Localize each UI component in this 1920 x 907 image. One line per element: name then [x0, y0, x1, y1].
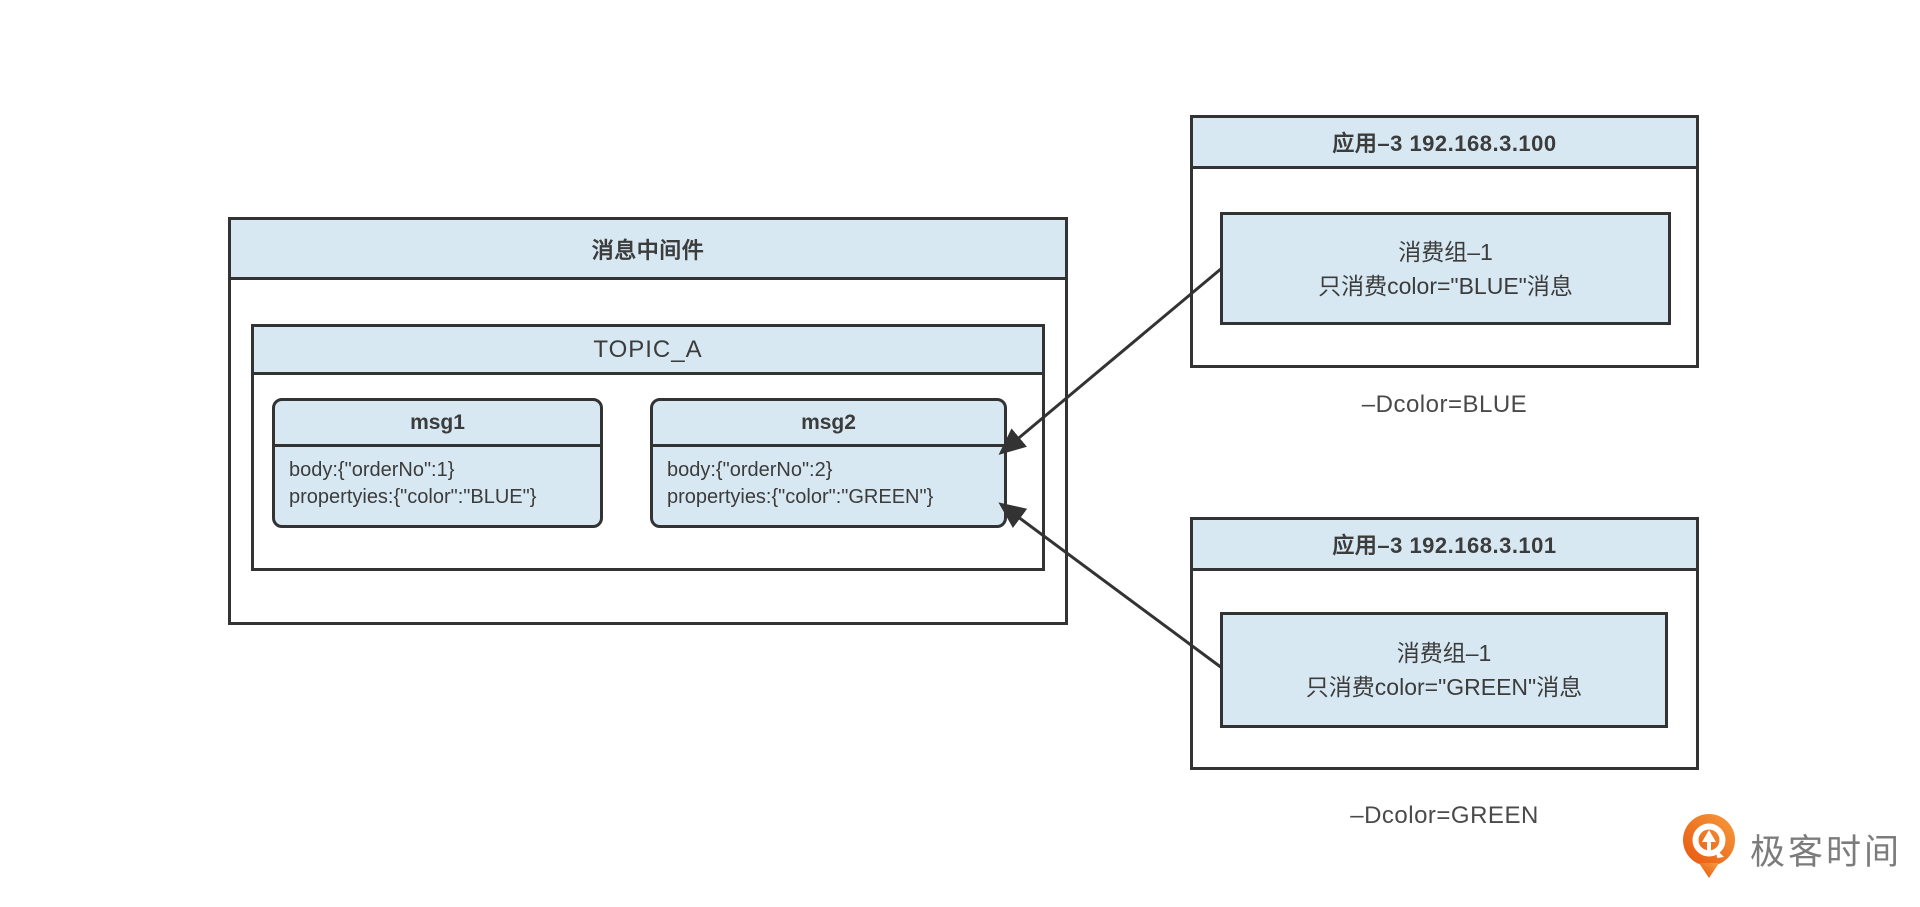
- message-card-msg1: msg1 body:{"orderNo":1} propertyies:{"co…: [272, 398, 603, 528]
- topic-a-title: TOPIC_A: [254, 327, 1042, 375]
- application-2-title: 应用–3 192.168.3.101: [1193, 520, 1696, 571]
- geektime-logo-icon: [1683, 814, 1735, 878]
- consumer-group-1-filter: 只消费color="BLUE"消息: [1318, 272, 1573, 299]
- msg2-body-line1: body:{"orderNo":2}: [667, 459, 833, 481]
- jvm-option-label-green: –Dcolor=GREEN: [1350, 802, 1539, 829]
- msg2-body-line2: propertyies:{"color":"GREEN"}: [667, 486, 934, 508]
- consumer-group-2-filter: 只消费color="GREEN"消息: [1305, 674, 1583, 700]
- msg1-body: body:{"orderNo":1} propertyies:{"color":…: [275, 447, 600, 521]
- msg2-body: body:{"orderNo":2} propertyies:{"color":…: [653, 447, 1004, 521]
- geektime-watermark: 极客时间: [1678, 812, 1902, 886]
- geektime-logo-text: 极客时间: [1750, 832, 1903, 872]
- jvm-option-label-blue: –Dcolor=BLUE: [1361, 391, 1528, 418]
- application-1-title: 应用–3 192.168.3.100: [1193, 118, 1696, 169]
- msg1-body-line2: propertyies:{"color":"BLUE"}: [289, 486, 537, 508]
- consumer-group-box-1: 消费组–1 只消费color="BLUE"消息: [1220, 212, 1671, 325]
- consumer-group-1-name: 消费组–1: [1398, 238, 1493, 265]
- msg1-title: msg1: [275, 401, 600, 447]
- msg2-title: msg2: [653, 401, 1004, 447]
- msg1-body-line1: body:{"orderNo":1}: [289, 459, 455, 481]
- consumer-group-2-name: 消费组–1: [1396, 640, 1492, 666]
- message-card-msg2: msg2 body:{"orderNo":2} propertyies:{"co…: [650, 398, 1007, 528]
- consumer-group-box-2: 消费组–1 只消费color="GREEN"消息: [1220, 612, 1668, 728]
- middleware-title: 消息中间件: [231, 220, 1065, 280]
